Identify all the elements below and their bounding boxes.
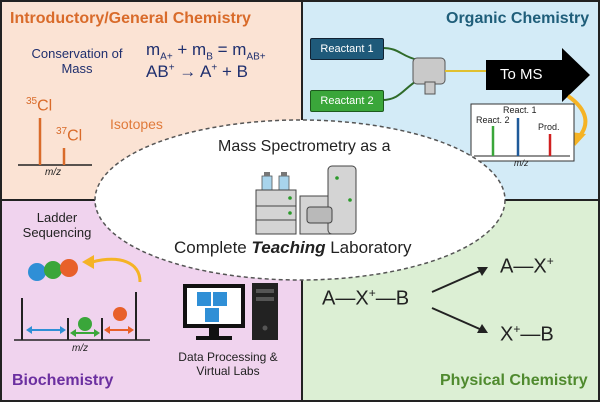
bio-axis-label: m/z <box>72 343 89 354</box>
ladder-orange-ball <box>113 307 127 321</box>
mixer-tee <box>412 57 446 85</box>
reactant1-tube <box>381 47 419 61</box>
isotope-37-label: 37Cl <box>56 126 83 145</box>
mass-spectrometer-icon <box>255 165 357 235</box>
to-ms-arrow <box>486 48 590 102</box>
physical-title: Physical Chemistry <box>440 372 588 389</box>
intro-axis-label: m/z <box>45 167 62 178</box>
product-ion-2: X+—B <box>500 322 554 346</box>
reactant2-tube <box>381 79 419 101</box>
ladder-curve-head <box>82 255 94 269</box>
data-processing-label: Data Processing & Virtual Labs <box>178 350 278 378</box>
reaction-equation: AB+ → A+ + B <box>146 62 248 81</box>
bio-title: Biochemistry <box>12 372 114 389</box>
ladder-green-ball <box>78 317 92 331</box>
curved-arrow-head <box>571 132 586 146</box>
reactant2-box: Reactant 2 <box>310 90 384 112</box>
mass-equation: mA+ + mB = mAB+ <box>146 40 266 63</box>
prod-label: Prod. <box>538 122 560 132</box>
ladder-ball-orange <box>60 259 78 277</box>
organic-title: Organic Chemistry <box>446 10 590 27</box>
ladder-label: Ladder Sequencing <box>22 210 92 240</box>
ladder-ball-blue <box>28 263 46 281</box>
conservation-label: Conservation of Mass <box>31 46 123 76</box>
reactant1-box: Reactant 1 <box>310 38 384 60</box>
isotopes-label: Isotopes <box>110 116 163 132</box>
organic-axis-label: m/z <box>514 158 529 168</box>
computer-icon <box>183 283 278 340</box>
dissociation-arrow-down <box>431 307 483 331</box>
center-subtitle: Complete Teaching Laboratory <box>174 238 412 257</box>
ladder-orange-curve <box>91 257 142 283</box>
ladder-ball-green <box>44 261 62 279</box>
product-ion-1: A—X+ <box>500 254 554 278</box>
isotope-35-label: 35Cl <box>26 96 53 115</box>
parent-ion: A—X+—B <box>322 286 410 310</box>
react2-label: React. 2 <box>476 115 510 125</box>
mixer-stem <box>424 81 436 95</box>
intro-title: Introductory/General Chemistry <box>10 10 251 27</box>
center-title: Mass Spectrometry as a <box>218 138 391 155</box>
to-ms-label: To MS <box>500 66 543 83</box>
dissociation-arrow-up <box>431 269 483 293</box>
react1-label: React. 1 <box>503 105 537 115</box>
spectrum-box <box>470 103 575 162</box>
